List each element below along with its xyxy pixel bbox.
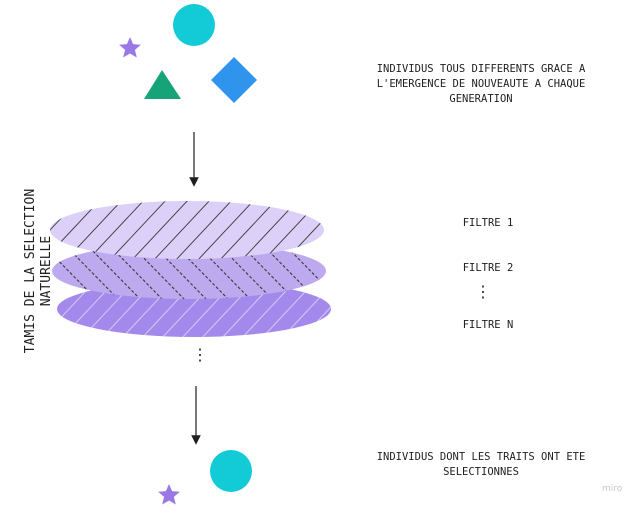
filter-2-label: FILTRE 2 — [462, 262, 514, 274]
circle-icon — [210, 450, 252, 492]
diamond-icon — [211, 57, 257, 103]
miro-watermark: miro — [602, 484, 623, 494]
star-icon — [158, 484, 180, 505]
circle-icon — [173, 4, 215, 46]
bottom-description: INDIVIDUS DONT LES TRAITS ONT ETE SELECT… — [376, 451, 586, 478]
filter-n-label: FILTRE N — [462, 319, 514, 331]
stack-ellipsis: ⋮ — [192, 345, 208, 364]
triangle-icon — [144, 70, 181, 99]
star-icon — [119, 37, 141, 58]
filter-1-label: FILTRE 1 — [462, 217, 514, 229]
side-title: TAMIS DE LA SELECTION NATURELLE — [23, 188, 54, 354]
filter-top-layer — [50, 201, 324, 259]
top-description: INDIVIDUS TOUS DIFFERENTS GRACE A L'EMER… — [376, 63, 586, 105]
filter-middle-layer — [52, 243, 326, 299]
filter-ellipsis: ⋮ — [475, 282, 491, 301]
